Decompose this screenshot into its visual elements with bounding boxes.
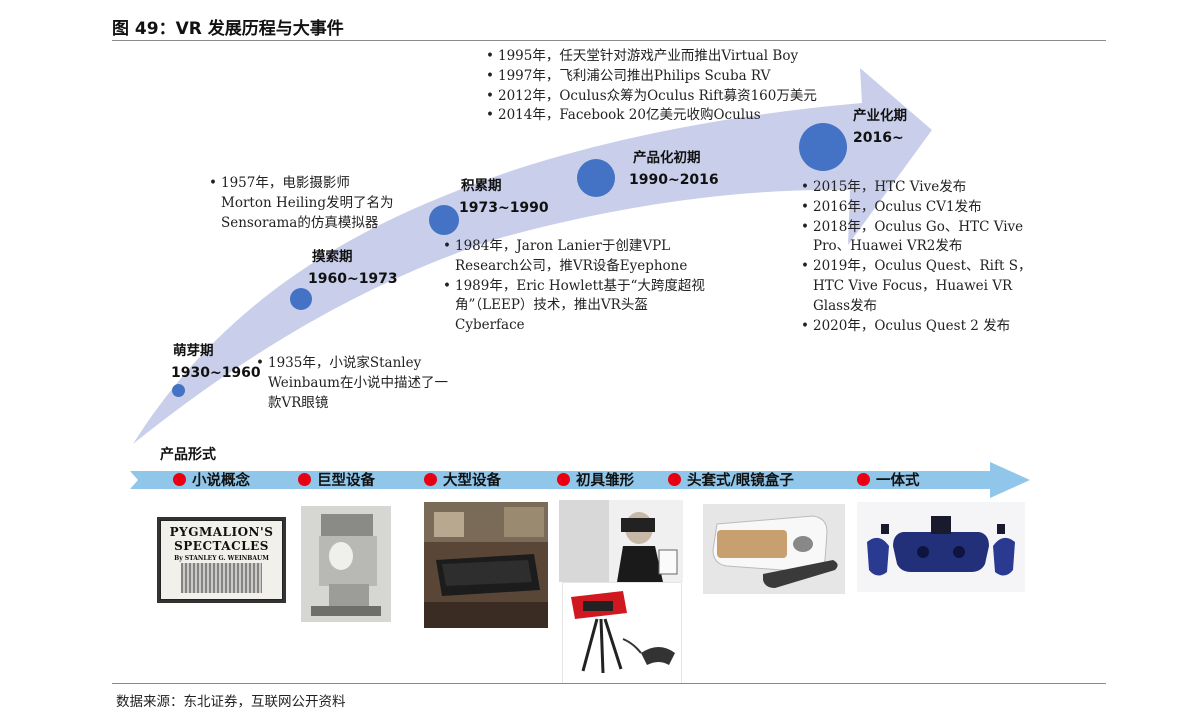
stage-name: 萌芽期 bbox=[173, 343, 214, 359]
form-label: 小说概念 bbox=[192, 473, 250, 489]
event-item: 1995年，任天堂针对游戏产业而推出Virtual Boy bbox=[486, 47, 817, 67]
stage-years: 1973~1990 bbox=[459, 200, 549, 216]
book-illustration bbox=[181, 563, 262, 593]
form-item-novel: 小说概念 bbox=[173, 469, 250, 490]
form-item-giant: 巨型设备 bbox=[298, 469, 375, 490]
stage-years: 1930~1960 bbox=[171, 365, 261, 381]
stage-dot-accumulation bbox=[429, 205, 459, 235]
headset-box-image bbox=[703, 504, 845, 594]
stage-dot-early-product bbox=[577, 159, 615, 197]
form-item-large: 大型设备 bbox=[424, 469, 501, 490]
stage-name: 产业化期 bbox=[853, 108, 907, 124]
event-item: 1957年，电影摄影师 Morton Heiling发明了名为 Sensoram… bbox=[209, 174, 394, 233]
stage-early-product: 产品化初期 1990~2016 bbox=[629, 146, 719, 188]
stage-name: 积累期 bbox=[461, 178, 502, 194]
form-label: 巨型设备 bbox=[317, 473, 375, 489]
stage-germination: 萌芽期 1930~1960 bbox=[171, 339, 261, 381]
stage-dot-exploration bbox=[290, 288, 312, 310]
top-divider bbox=[112, 40, 1106, 41]
events-early-product: 1995年，任天堂针对游戏产业而推出Virtual Boy 1997年，飞利浦公… bbox=[486, 47, 817, 126]
form-item-headset-box: 头套式/眼镜盒子 bbox=[668, 469, 794, 490]
form-label: 头套式/眼镜盒子 bbox=[687, 473, 794, 489]
event-item: 2012年，Oculus众筹为Oculus Rift募资160万美元 bbox=[486, 87, 817, 107]
figure-title: 图 49：VR 发展历程与大事件 bbox=[112, 19, 344, 39]
figure-source: 数据来源：东北证券，互联网公开资料 bbox=[116, 694, 346, 710]
form-marker bbox=[857, 473, 870, 486]
stage-years: 2016~ bbox=[853, 130, 904, 146]
form-marker bbox=[298, 473, 311, 486]
stage-dot-industrial bbox=[799, 123, 847, 171]
sensorama-machine-icon bbox=[301, 506, 391, 622]
book-cover-image: PYGMALION'S SPECTACLES By STANLEY G. WEI… bbox=[157, 517, 286, 603]
all-in-one-image bbox=[857, 502, 1025, 592]
gear-vr-icon bbox=[703, 504, 845, 594]
timeline-arrow-body bbox=[133, 68, 932, 444]
vpl-device-image bbox=[424, 502, 548, 628]
vive-pro-icon bbox=[857, 502, 1025, 592]
event-item: 2020年，Oculus Quest 2 发布 bbox=[801, 317, 1031, 337]
event-item: 2015年，HTC Vive发布 bbox=[801, 178, 1031, 198]
form-label: 初具雏形 bbox=[576, 473, 634, 489]
book-author: By STANLEY G. WEINBAUM bbox=[174, 555, 269, 562]
book-title-line1: PYGMALION'S bbox=[169, 525, 274, 539]
form-item-prototype: 初具雏形 bbox=[557, 469, 634, 490]
event-item: 1997年，飞利浦公司推出Philips Scuba RV bbox=[486, 67, 817, 87]
vpl-headset-icon bbox=[424, 502, 548, 628]
event-item: 1989年，Eric Howlett基于“大跨度超视 角”（LEEP）技术，推出… bbox=[443, 277, 705, 336]
stage-dot-germination bbox=[172, 384, 185, 397]
book-title-line2: SPECTACLES bbox=[174, 539, 269, 553]
event-item: 1935年，小说家Stanley Weinbaum在小说中描述了一 款VR眼镜 bbox=[256, 354, 448, 413]
virtual-boy-console-icon bbox=[563, 583, 681, 683]
events-exploration: 1957年，电影摄影师 Morton Heiling发明了名为 Sensoram… bbox=[209, 174, 394, 233]
form-marker bbox=[424, 473, 437, 486]
product-forms-label: 产品形式 bbox=[160, 447, 216, 463]
form-marker bbox=[668, 473, 681, 486]
event-item: 2018年，Oculus Go、HTC Vive Pro、Huawei VR2发… bbox=[801, 218, 1031, 258]
early-headset-image bbox=[559, 500, 683, 582]
event-item: 2014年，Facebook 20亿美元收购Oculus bbox=[486, 106, 817, 126]
event-item: 2016年，Oculus CV1发布 bbox=[801, 198, 1031, 218]
bottom-divider bbox=[112, 683, 1106, 684]
stage-name: 产品化初期 bbox=[633, 150, 701, 166]
stage-years: 1960~1973 bbox=[308, 271, 398, 287]
stage-name: 摸索期 bbox=[312, 249, 353, 265]
form-marker bbox=[557, 473, 570, 486]
events-industrial: 2015年，HTC Vive发布 2016年，Oculus CV1发布 2018… bbox=[801, 178, 1031, 336]
form-label: 大型设备 bbox=[443, 473, 501, 489]
events-germination: 1935年，小说家Stanley Weinbaum在小说中描述了一 款VR眼镜 bbox=[256, 354, 448, 413]
stage-years: 1990~2016 bbox=[629, 172, 719, 188]
events-accumulation: 1984年，Jaron Lanier于创建VPL Research公司，推VR设… bbox=[443, 237, 705, 336]
form-label: 一体式 bbox=[876, 473, 920, 489]
stage-exploration: 摸索期 1960~1973 bbox=[308, 245, 398, 287]
event-item: 2019年，Oculus Quest、Rift S， HTC Vive Focu… bbox=[801, 257, 1031, 316]
form-marker bbox=[173, 473, 186, 486]
stage-industrial: 产业化期 2016~ bbox=[853, 104, 907, 146]
sensorama-image bbox=[301, 506, 391, 622]
form-item-all-in-one: 一体式 bbox=[857, 469, 920, 490]
headset-user-icon bbox=[559, 500, 683, 582]
stage-accumulation: 积累期 1973~1990 bbox=[459, 174, 549, 216]
virtual-boy-image bbox=[562, 582, 682, 684]
event-item: 1984年，Jaron Lanier于创建VPL Research公司，推VR设… bbox=[443, 237, 705, 277]
